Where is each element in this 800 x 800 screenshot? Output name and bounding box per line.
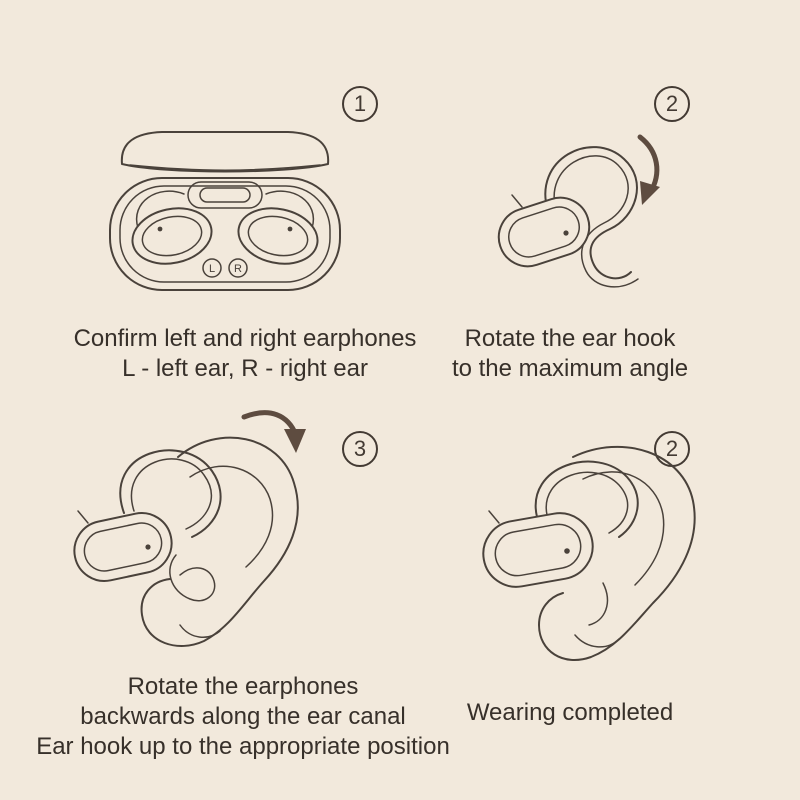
step-3-caption: Rotate the earphones backwards along the… [8, 672, 478, 762]
left-marker-label: L [209, 263, 215, 275]
caption-line: Confirm left and right earphones [73, 325, 417, 352]
earbud-body [497, 194, 591, 268]
step-4-caption: Wearing completed [442, 698, 698, 728]
rotate-arrow-icon [241, 410, 306, 453]
ear-outline [140, 436, 299, 647]
case-lid [120, 131, 330, 173]
ear-hook [544, 146, 639, 288]
caption-line: Ear hook up to the appropriate position [36, 733, 450, 760]
charging-case-illustration: L R [109, 131, 341, 291]
left-right-markers: L R [202, 258, 248, 278]
caption-line: L - left ear, R - right ear [122, 355, 368, 382]
step-1-caption: Confirm left and right earphones L - lef… [40, 324, 450, 384]
earbud-left-mic-dot [157, 226, 163, 232]
case-hinge-tab [187, 181, 263, 209]
earhook-rotate-illustration [497, 134, 660, 288]
caption-line: to the maximum angle [451, 355, 689, 382]
ear-outline [538, 445, 696, 662]
ear-rotate-illustration [73, 410, 306, 647]
earbud-left-in-case [131, 190, 213, 265]
case-body [109, 177, 341, 291]
step-2-caption: Rotate the ear hook to the maximum angle [442, 324, 698, 384]
earbud-mic-dot [145, 544, 151, 550]
earbud-right-mic-dot [287, 226, 293, 232]
ear-hook-on-ear [534, 460, 639, 538]
right-marker-label: R [234, 263, 242, 275]
step-1-number-badge: 1 [342, 86, 378, 122]
earbud-mic-dot [563, 230, 569, 236]
earbud-right-in-case [237, 190, 319, 265]
step-2-number-badge: 2 [654, 86, 690, 122]
caption-line: Rotate the earphones [127, 673, 359, 700]
step-3-number-badge: 3 [342, 431, 378, 467]
ear-hook-on-ear [119, 449, 222, 538]
caption-line: Wearing completed [466, 699, 674, 726]
caption-line: backwards along the ear canal [80, 703, 406, 730]
earbud-on-ear [73, 510, 173, 582]
rotate-arrow-icon [637, 134, 660, 205]
earbud-worn [482, 510, 609, 626]
earbud-mic-dot [564, 548, 570, 554]
wearing-completed-illustration [482, 445, 696, 662]
caption-line: Rotate the ear hook [464, 325, 676, 352]
